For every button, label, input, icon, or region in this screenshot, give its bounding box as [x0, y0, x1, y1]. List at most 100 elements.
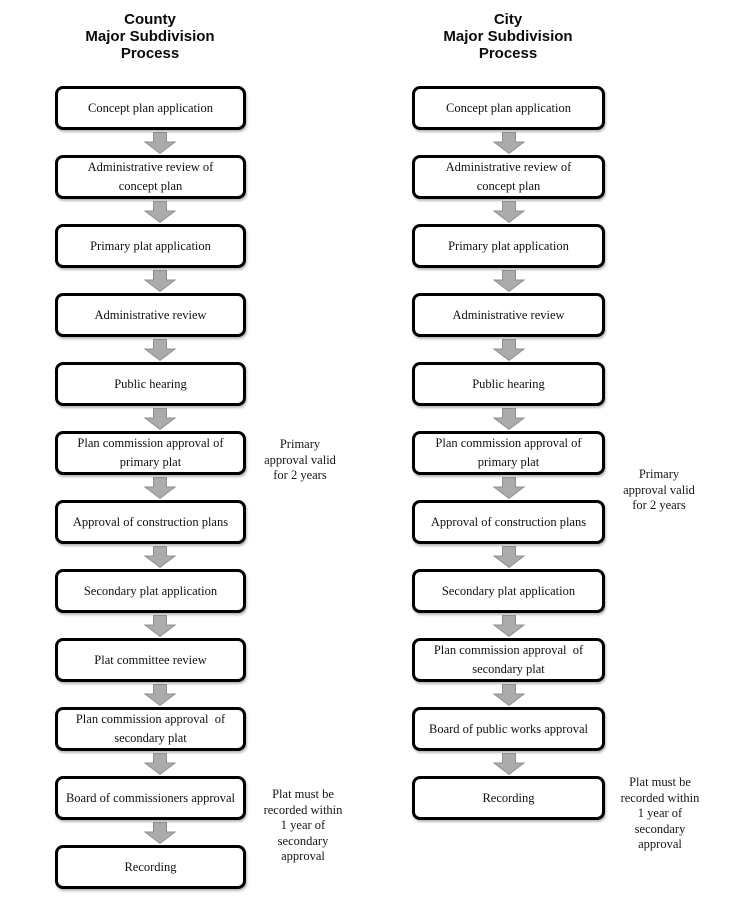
- arrow-slot: [55, 544, 246, 569]
- step-label: Secondary plat application: [83, 583, 218, 598]
- step-label: Plan commission approval of: [77, 436, 224, 450]
- county-step-public-hearing: Public hearing: [55, 362, 246, 406]
- step-label: secondary plat: [114, 731, 187, 745]
- step-label: Recording: [482, 790, 535, 805]
- step-label: Administrative review: [94, 307, 207, 322]
- city-step-plan-commission-approval-of-secondary-plat: Plan commission approval of secondary pl…: [412, 638, 605, 682]
- city-column-title: City Major Subdivision Process: [398, 11, 618, 62]
- note-line: Plat must be: [272, 787, 334, 801]
- step-label: primary plat: [119, 455, 182, 469]
- step-label: Public hearing: [472, 376, 545, 391]
- step-label: Primary plat application: [90, 238, 211, 253]
- down-arrow-icon: [492, 545, 525, 568]
- step-label: Administrative review of: [87, 160, 214, 174]
- city-step-administrative-review: Administrative review: [412, 293, 605, 337]
- arrow-slot: [55, 199, 246, 224]
- county-step-administrative-review-of-concept-plan: Administrative review of concept plan: [55, 155, 246, 199]
- city-step-secondary-plat-application: Secondary plat application: [412, 569, 605, 613]
- down-arrow-icon: [143, 200, 176, 223]
- county-step-board-of-commissioners-approval: Board of commissioners approval: [55, 776, 246, 820]
- step-label: Approval of construction plans: [72, 514, 229, 529]
- note-line: 1 year of: [637, 806, 683, 820]
- county-step-plan-commission-approval-of-primary-plat: Plan commission approval of primary plat: [55, 431, 246, 475]
- step-label: Administrative review of: [445, 160, 572, 174]
- down-arrow-icon: [492, 476, 525, 499]
- note-line: approval valid: [264, 452, 336, 467]
- down-arrow-icon: [492, 131, 525, 154]
- arrow-slot: [55, 820, 246, 845]
- step-label: Primary plat application: [448, 238, 569, 253]
- step-label: Board of public works approval: [429, 721, 588, 736]
- arrow-slot: [55, 406, 246, 431]
- note-line: Plat must be: [629, 775, 691, 789]
- county-column-title: County Major Subdivision Process: [40, 11, 260, 62]
- city-step-concept-plan-application: Concept plan application: [412, 86, 605, 130]
- note-line: approval: [281, 849, 325, 863]
- down-arrow-icon: [143, 683, 176, 706]
- arrow-slot: [55, 613, 246, 638]
- title-line: County: [124, 11, 176, 28]
- note-line: for 2 years: [273, 468, 327, 482]
- arrow-slot: [412, 613, 605, 638]
- note-line: approval: [638, 837, 682, 851]
- title-line: City: [493, 11, 523, 28]
- county-step-administrative-review: Administrative review: [55, 293, 246, 337]
- note-line: secondary: [634, 821, 686, 836]
- down-arrow-icon: [143, 545, 176, 568]
- step-label: Concept plan application: [88, 100, 213, 115]
- title-line: Process: [120, 45, 180, 62]
- arrow-slot: [55, 475, 246, 500]
- step-label: Plat committee review: [94, 652, 207, 667]
- county-step-concept-plan-application: Concept plan application: [55, 86, 246, 130]
- step-label: Plan commission approval of: [435, 436, 582, 450]
- down-arrow-icon: [143, 338, 176, 361]
- city-flow-column: Concept plan application Administrative …: [412, 86, 605, 820]
- note-line: approval valid: [623, 482, 695, 497]
- arrow-slot: [412, 682, 605, 707]
- city-step-approval-of-construction-plans: Approval of construction plans: [412, 500, 605, 544]
- arrow-slot: [55, 337, 246, 362]
- city-note-plat-recording: Plat must be recorded within 1 year of s…: [603, 775, 717, 853]
- county-step-approval-of-construction-plans: Approval of construction plans: [55, 500, 246, 544]
- city-step-public-hearing: Public hearing: [412, 362, 605, 406]
- arrow-slot: [55, 268, 246, 293]
- arrow-slot: [412, 337, 605, 362]
- note-line: recorded within: [620, 790, 700, 805]
- step-label: secondary plat: [472, 662, 545, 676]
- arrow-slot: [412, 544, 605, 569]
- arrow-slot: [55, 130, 246, 155]
- city-step-plan-commission-approval-of-primary-plat: Plan commission approval of primary plat: [412, 431, 605, 475]
- step-label: Secondary plat application: [441, 583, 576, 598]
- arrow-slot: [412, 130, 605, 155]
- step-label: primary plat: [477, 455, 540, 469]
- arrow-slot: [412, 475, 605, 500]
- down-arrow-icon: [492, 407, 525, 430]
- note-line: Primary: [638, 467, 680, 481]
- county-step-primary-plat-application: Primary plat application: [55, 224, 246, 268]
- down-arrow-icon: [143, 614, 176, 637]
- down-arrow-icon: [143, 269, 176, 292]
- down-arrow-icon: [492, 614, 525, 637]
- arrow-slot: [55, 751, 246, 776]
- title-line: Major Subdivision: [443, 28, 573, 45]
- down-arrow-icon: [492, 683, 525, 706]
- step-label: Plan commission approval of: [75, 712, 226, 726]
- step-label: Plan commission approval of: [433, 643, 584, 657]
- city-step-recording: Recording: [412, 776, 605, 820]
- title-line: Process: [478, 45, 538, 62]
- county-step-plan-commission-approval-of-secondary-plat: Plan commission approval of secondary pl…: [55, 707, 246, 751]
- step-label: Administrative review: [452, 307, 565, 322]
- arrow-slot: [55, 682, 246, 707]
- down-arrow-icon: [143, 752, 176, 775]
- city-note-primary-approval: Primary approval valid for 2 years: [607, 467, 711, 514]
- arrow-slot: [412, 268, 605, 293]
- down-arrow-icon: [492, 269, 525, 292]
- county-note-primary-approval: Primary approval valid for 2 years: [249, 437, 351, 484]
- county-flow-column: Concept plan application Administrative …: [55, 86, 246, 889]
- down-arrow-icon: [492, 752, 525, 775]
- down-arrow-icon: [143, 476, 176, 499]
- county-step-plat-committee-review: Plat committee review: [55, 638, 246, 682]
- county-step-recording: Recording: [55, 845, 246, 889]
- step-label: concept plan: [476, 179, 541, 193]
- note-line: for 2 years: [632, 498, 686, 512]
